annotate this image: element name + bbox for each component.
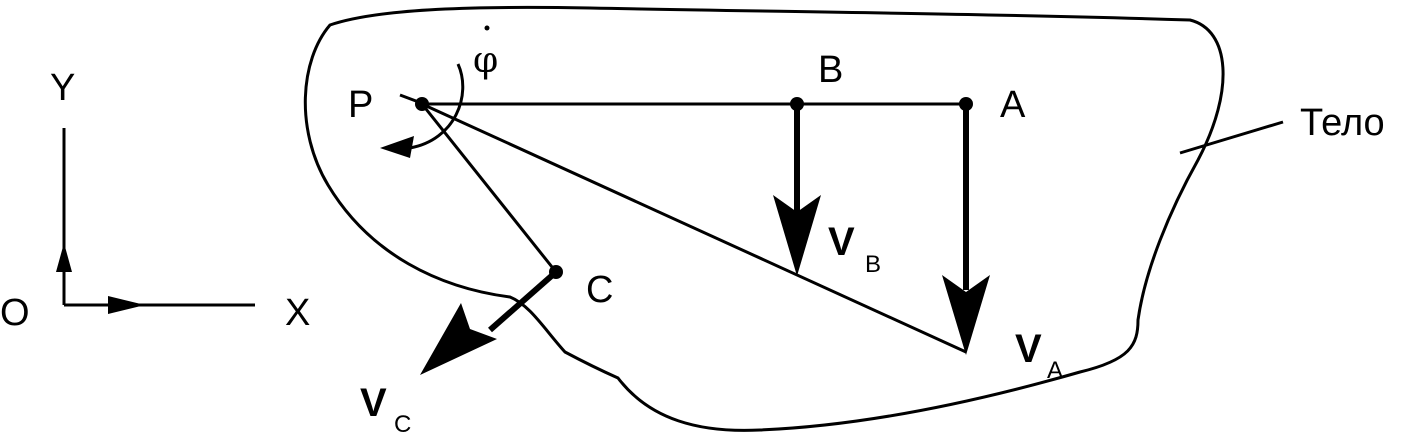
x-axis-arrowhead — [108, 296, 145, 314]
point-c-label: C — [586, 269, 613, 311]
coordinate-axes: Y O X — [0, 67, 310, 334]
velocity-c-subscript: C — [394, 411, 411, 437]
y-axis-label: Y — [50, 67, 75, 109]
velocity-a-arrowhead — [942, 275, 990, 355]
angular-velocity-arrowhead — [380, 136, 414, 158]
point-b-label: B — [818, 49, 843, 91]
velocity-vector-b — [773, 104, 821, 276]
point-p — [415, 97, 429, 111]
line-p-c — [420, 103, 558, 273]
line-p-va-tip — [421, 102, 967, 354]
velocity-vector-c — [420, 269, 558, 375]
velocity-c-arrowhead — [420, 303, 497, 375]
origin-label: O — [0, 292, 30, 334]
velocity-b-arrowhead — [773, 195, 821, 276]
velocity-c-label: V — [360, 381, 387, 425]
body-leader-line — [1179, 120, 1284, 155]
velocity-a-subscript: A — [1047, 357, 1063, 384]
angular-velocity-arc — [409, 63, 465, 150]
phi-dot-mark — [484, 25, 490, 31]
body-outline — [303, 5, 1225, 432]
velocity-c-shaft — [488, 269, 558, 333]
body-label: Тело — [1300, 102, 1385, 144]
point-a-label: A — [1000, 84, 1026, 126]
x-axis-label: X — [285, 292, 310, 334]
y-axis-arrowhead — [56, 243, 72, 272]
point-p-label: P — [348, 84, 373, 126]
phi-dot-label: φ — [473, 40, 498, 81]
velocity-b-label: V — [828, 220, 855, 264]
velocity-vector-a — [942, 104, 990, 355]
velocity-a-label: V — [1015, 327, 1042, 371]
velocity-b-subscript: B — [865, 251, 881, 278]
